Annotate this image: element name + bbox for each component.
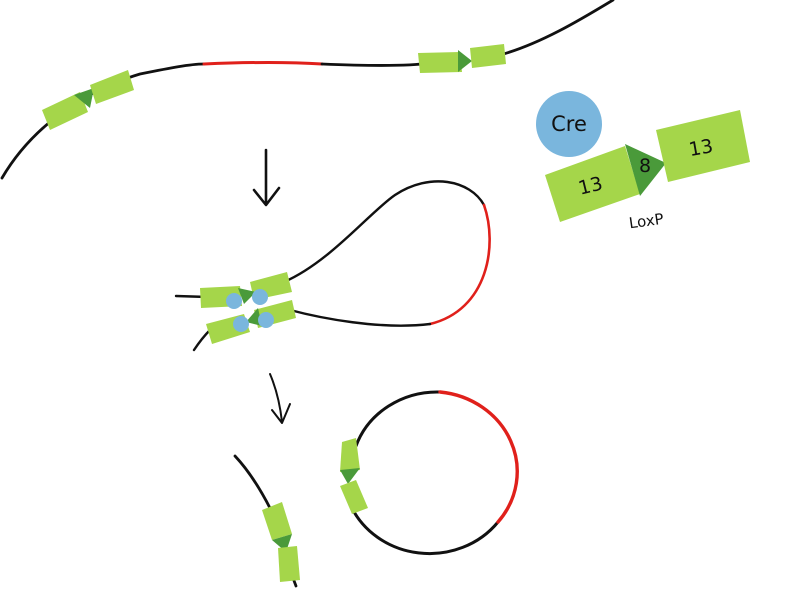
- loxp-spacer-triangle: [340, 468, 360, 484]
- loxp-pair: [200, 272, 296, 344]
- loxp-right-arm: [656, 110, 750, 182]
- circular-product: [340, 390, 519, 556]
- loxp-site-left: [42, 70, 134, 130]
- step-arrow-down: [269, 373, 291, 424]
- loop-strand: [174, 180, 486, 299]
- cre-protein: [258, 312, 274, 328]
- cre-protein: [233, 316, 249, 332]
- loxp-label: LoxP: [628, 210, 665, 233]
- synapsis-step: [174, 180, 491, 352]
- dna-excised-region: [202, 61, 324, 66]
- loxp-spacer-triangle: [246, 308, 262, 326]
- loxp-left-arm: [262, 502, 292, 540]
- loxp-left-arm: [340, 438, 360, 472]
- loxp-right-arm: [90, 70, 134, 104]
- loxp-schematic: 13 8 13: [545, 110, 750, 222]
- right-arm-length-label: 13: [687, 135, 715, 161]
- cre-protein: [226, 293, 242, 309]
- linear-dna-step: [0, 0, 615, 180]
- legend: Cre 13 8 13 LoxP: [536, 91, 750, 232]
- loxp-spacer-triangle: [625, 144, 666, 196]
- circle-excised-region: [438, 390, 519, 524]
- linear-product: [233, 454, 300, 588]
- loxp-spacer-triangle: [458, 50, 472, 72]
- loxp-right-arm: [278, 546, 300, 582]
- spacer-length-label: 8: [639, 155, 651, 177]
- loxp-left-arm: [545, 146, 640, 222]
- dna-strand-right: [320, 0, 615, 67]
- cre-label: Cre: [551, 112, 587, 136]
- loxp-spacer-triangle: [74, 88, 94, 108]
- loxp-site-right: [418, 44, 506, 73]
- cre-tetramer: [226, 289, 274, 332]
- circle-strand: [348, 390, 500, 556]
- loop-excised-region: [428, 203, 491, 326]
- loxp-right-arm: [340, 480, 368, 514]
- loxp-spacer-triangle: [238, 288, 256, 304]
- cre-protein: [536, 91, 602, 157]
- loxp-left-arm: [42, 92, 88, 130]
- loxp-left-arm: [418, 52, 462, 73]
- loxp-right-arm: [470, 44, 506, 68]
- step-arrow-down: [252, 148, 281, 207]
- cre-protein: [252, 289, 268, 305]
